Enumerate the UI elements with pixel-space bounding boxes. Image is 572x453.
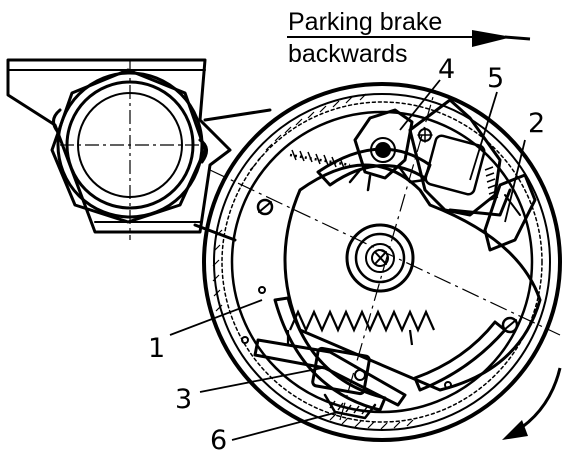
centre-lines <box>209 89 561 421</box>
arrow-right-icon <box>472 30 531 47</box>
lower-strut <box>253 338 407 420</box>
part-label-1: 1 <box>148 333 165 364</box>
brake-drum <box>202 82 562 442</box>
fastener-holes <box>241 198 519 389</box>
rotation-arrow-icon <box>502 367 562 440</box>
leader-lines <box>169 79 526 441</box>
mounting-bracket <box>6 58 272 242</box>
part-label-2: 2 <box>528 108 545 139</box>
adjuster-block <box>408 98 512 217</box>
caption-line-2: backwards <box>288 40 408 68</box>
part-label-6: 6 <box>210 425 227 453</box>
backing-plate <box>283 163 542 392</box>
part-label-5: 5 <box>487 63 504 94</box>
lever-assembly <box>348 108 427 192</box>
caption-line-1: Parking brake <box>288 8 442 36</box>
part-labels: 1 2 3 4 5 6 <box>148 54 545 453</box>
spring-bottom <box>286 309 436 346</box>
part-label-3: 3 <box>175 384 192 415</box>
hub <box>345 223 415 293</box>
actuator-bar <box>483 173 537 252</box>
spring-top <box>289 149 351 169</box>
part-label-4: 4 <box>438 54 455 85</box>
caption: Parking brake backwards <box>287 8 472 68</box>
